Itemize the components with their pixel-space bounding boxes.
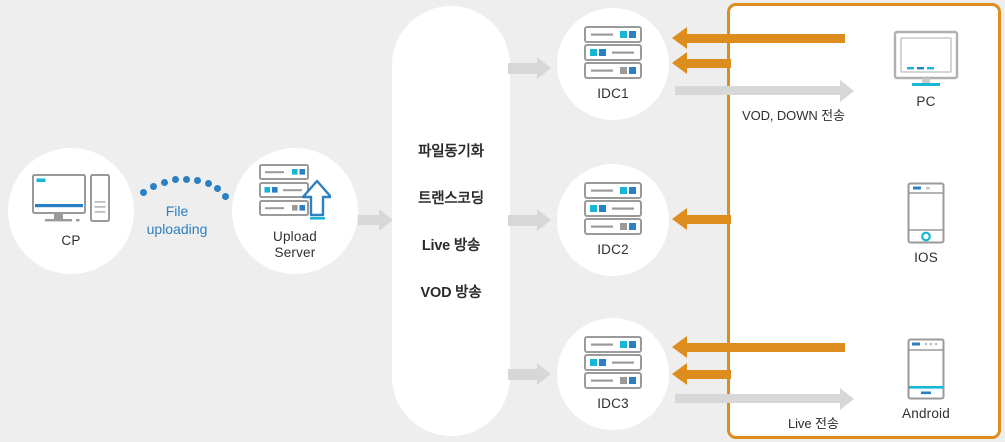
node-idc3-label: IDC3 [597, 396, 629, 412]
file-uploading-label: File uploading [122, 203, 232, 238]
node-idc3[interactable]: IDC3 [557, 318, 669, 430]
node-upload-server[interactable]: Upload Server [232, 148, 358, 274]
pipeline-item-1: 트랜스코딩 [418, 191, 484, 207]
node-upload-server-label: Upload Server [273, 229, 317, 261]
pipeline-item-2: Live 방송 [421, 238, 481, 254]
server-upload-icon [259, 161, 331, 223]
node-ios-label: IOS [914, 250, 938, 266]
pipeline-pill: 파일동기화 트랜스코딩 Live 방송 VOD 방송 [392, 6, 510, 436]
flow-label-live-send: Live 전송 [788, 416, 839, 431]
upload-server-line2: Server [274, 245, 316, 260]
node-idc2[interactable]: IDC2 [557, 164, 669, 276]
node-android[interactable]: Android [885, 332, 967, 428]
node-pc[interactable]: PC [880, 18, 972, 122]
pipeline-item-0: 파일동기화 [418, 144, 484, 160]
file-uploading-line1: File [165, 203, 189, 219]
server-rack-icon [584, 336, 642, 390]
node-pc-label: PC [916, 94, 936, 110]
pipeline-item-3: VOD 방송 [420, 285, 482, 301]
node-idc2-label: IDC2 [597, 242, 629, 258]
server-rack-icon [584, 182, 642, 236]
phone-android-icon [907, 338, 945, 400]
node-cp-label: CP [61, 233, 81, 249]
desktop-tower-icon [32, 173, 110, 227]
upload-server-line1: Upload [273, 228, 317, 244]
file-uploading-line2: uploading [146, 220, 208, 237]
flow-label-vod-down: VOD, DOWN 전송 [742, 108, 845, 123]
node-android-label: Android [902, 406, 950, 422]
phone-ios-icon [907, 182, 945, 244]
node-idc1-label: IDC1 [597, 86, 629, 102]
node-cp[interactable]: CP [8, 148, 134, 274]
monitor-icon [893, 30, 959, 88]
node-idc1[interactable]: IDC1 [557, 8, 669, 120]
server-rack-icon [584, 26, 642, 80]
node-ios[interactable]: IOS [890, 176, 962, 272]
